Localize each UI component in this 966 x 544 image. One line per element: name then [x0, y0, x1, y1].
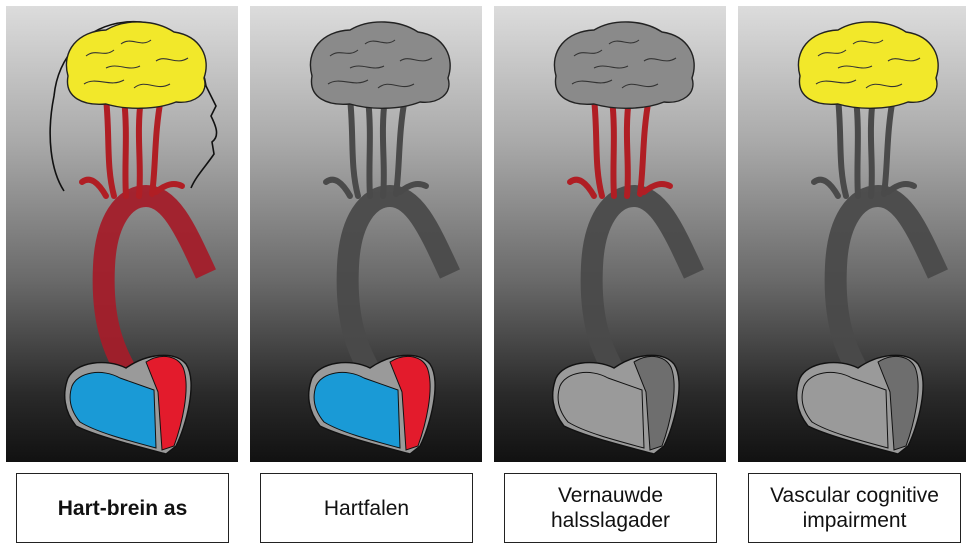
illustration — [250, 6, 482, 462]
neck-artery — [82, 180, 106, 196]
neck-artery — [888, 184, 914, 192]
neck-artery — [594, 98, 602, 196]
neck-artery — [156, 184, 182, 192]
brain — [798, 22, 938, 108]
brain — [554, 22, 694, 108]
heart — [309, 355, 435, 454]
neck-artery — [871, 98, 873, 196]
label-text: Vascular cognitive impairment — [770, 483, 939, 533]
panel-heart-failure — [250, 6, 482, 462]
neck-artery — [814, 180, 838, 196]
neck-artery — [838, 98, 846, 196]
illustration — [738, 6, 966, 462]
neck-artery — [612, 98, 614, 196]
label-text: Vernauwde halsslagader — [551, 483, 670, 533]
neck-artery — [396, 98, 405, 194]
neck-artery — [640, 98, 649, 194]
neck-artery — [106, 98, 114, 196]
neck-artery — [570, 180, 594, 196]
neck-artery — [383, 98, 385, 196]
label-carotid-stenosis: Vernauwde halsslagader — [504, 473, 717, 543]
label-heart-brain-axis: Hart-brein as — [16, 473, 229, 543]
neck-artery — [856, 98, 858, 196]
label-vascular-cognitive-impairment: Vascular cognitive impairment — [748, 473, 961, 543]
panel-vascular-cognitive-impairment — [738, 6, 966, 462]
label-text: Hartfalen — [324, 496, 409, 521]
neck-artery — [644, 184, 670, 192]
illustration — [6, 6, 238, 462]
neck-artery — [139, 98, 141, 196]
label-heart-failure: Hartfalen — [260, 473, 473, 543]
neck-artery — [350, 98, 358, 196]
illustration — [494, 6, 726, 462]
label-text: Hart-brein as — [58, 496, 188, 521]
neck-artery — [368, 98, 370, 196]
heart — [553, 355, 679, 454]
heart — [797, 355, 923, 454]
heart — [65, 355, 191, 454]
neck-artery — [400, 184, 426, 192]
neck-artery — [326, 180, 350, 196]
neck-artery — [124, 98, 126, 196]
neck-artery — [884, 98, 893, 194]
neck-artery — [152, 98, 161, 194]
neck-artery — [627, 98, 629, 196]
brain — [66, 22, 206, 108]
panel-carotid-stenosis — [494, 6, 726, 462]
panel-heart-brain-axis — [6, 6, 238, 462]
brain — [310, 22, 450, 108]
